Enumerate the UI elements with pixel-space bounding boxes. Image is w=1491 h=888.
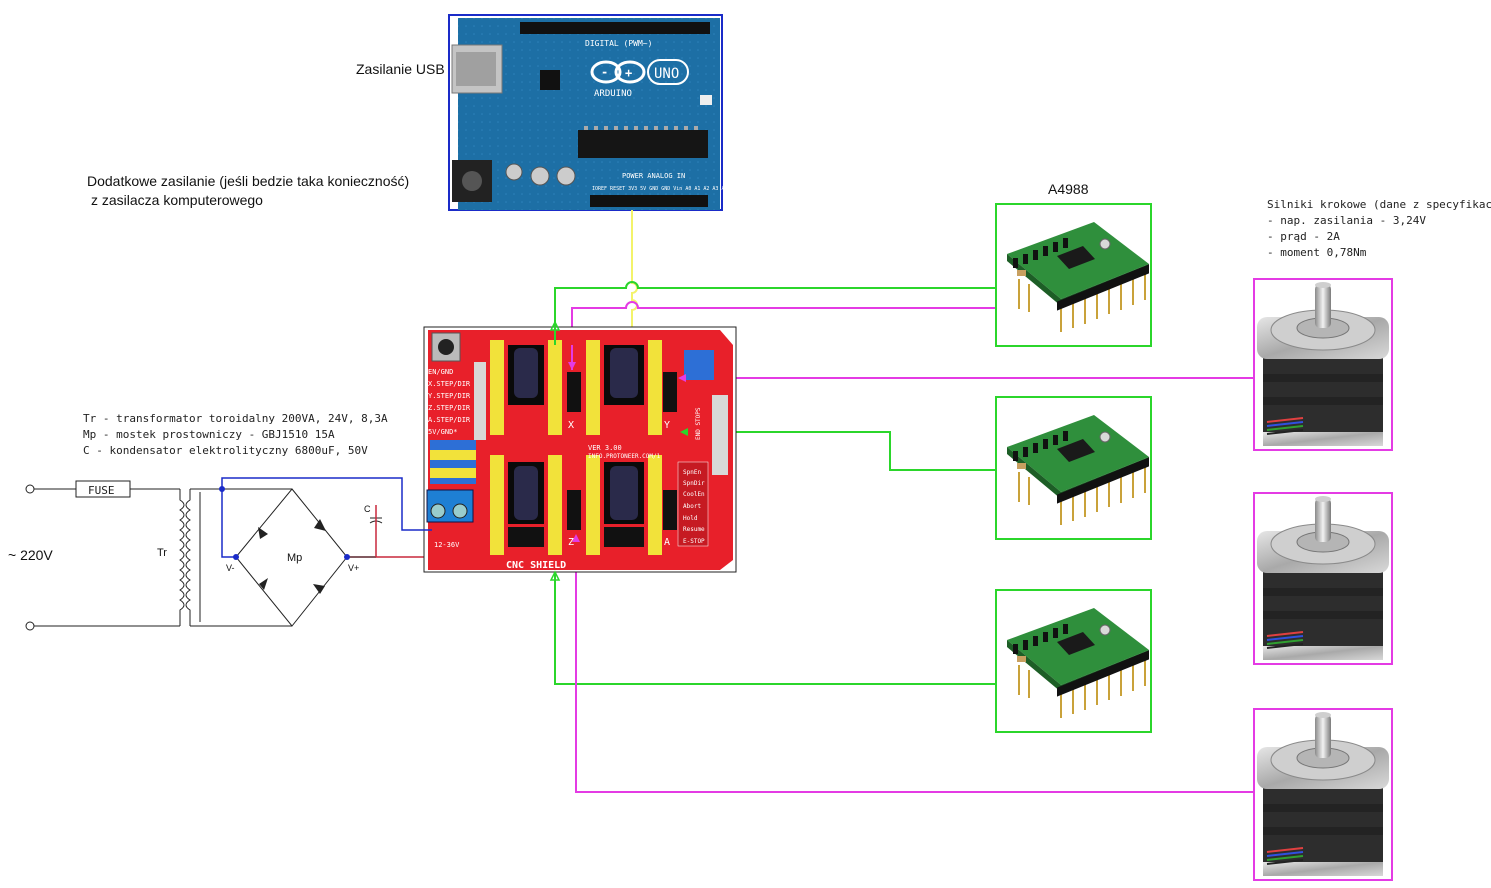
shield-pin-label: Resume bbox=[683, 526, 705, 533]
shield-pin-label: SpnDir bbox=[683, 480, 705, 487]
transformer-label: Tr bbox=[157, 547, 167, 559]
arrow-magenta-2 bbox=[678, 374, 686, 382]
extra-power-label-line1: Dodatkowe zasilanie (jeśli bedzie taka k… bbox=[87, 173, 409, 189]
shield-url: INFO.PROTONEER.COM/1 bbox=[588, 453, 661, 460]
mains-terminal-bottom bbox=[25, 621, 35, 631]
shield-axis-z: Z bbox=[568, 537, 574, 548]
shield-power-label: 12-36V bbox=[434, 541, 460, 549]
shield-left-pin-labels: EN/GND X.STEP/DIR Y.STEP/DIR Z.STEP/DIR … bbox=[428, 368, 471, 436]
arrow-green-2 bbox=[680, 428, 688, 436]
stepper-motor-2 bbox=[1253, 492, 1393, 665]
arduino-uno-text: UNO bbox=[654, 66, 679, 82]
shield-end-stops: END STOPS bbox=[695, 407, 702, 440]
wire-green-driver2 bbox=[680, 431, 996, 471]
shield-pin-label: SpnEn bbox=[683, 469, 701, 476]
node-tr-top bbox=[219, 486, 225, 492]
node-v-plus bbox=[344, 554, 350, 560]
motor-spec-torque: - moment 0,78Nm bbox=[1267, 246, 1367, 259]
wire-green-driver3 bbox=[554, 570, 996, 685]
wire-yellow-arduino-shield bbox=[631, 210, 638, 330]
shield-pin-label: X.STEP/DIR bbox=[428, 380, 471, 388]
power-supply-schematic bbox=[25, 480, 383, 631]
motor-spec-current: - prąd - 2A bbox=[1267, 230, 1340, 243]
c-description: C - kondensator elektrolityczny 6800uF, … bbox=[83, 444, 368, 457]
a4988-driver-2 bbox=[995, 396, 1152, 540]
shield-axis-a: A bbox=[664, 537, 670, 548]
transformer-secondary bbox=[185, 489, 191, 626]
wire-green-driver1-a bbox=[554, 281, 996, 325]
cnc-shield-board: 12-36V EN/GND X.STEP/DIR Y.STEP/DIR Z.ST… bbox=[423, 326, 737, 573]
arduino-pin-labels: IOREF RESET 3V3 5V GND GND Vin A0 A1 A2 … bbox=[592, 186, 737, 192]
mains-label: ~ 220V bbox=[8, 547, 53, 563]
shield-pin-label: Hold bbox=[683, 515, 698, 522]
node-v-minus bbox=[233, 554, 239, 560]
a4988-driver-3 bbox=[995, 589, 1152, 733]
arrow-magenta-3 bbox=[572, 534, 580, 542]
arduino-brand-text: ARDUINO bbox=[594, 89, 632, 99]
shield-pin-label: Z.STEP/DIR bbox=[428, 404, 471, 412]
extra-power-label-line2: z zasilacza komputerowego bbox=[91, 192, 263, 208]
motors-title: Silniki krokowe (dane z specyfikacji) bbox=[1267, 198, 1491, 211]
tr-description: Tr - transformator toroidalny 200VA, 24V… bbox=[83, 412, 388, 425]
stepper-motor-3 bbox=[1253, 708, 1393, 881]
shield-pin-label: Y.STEP/DIR bbox=[428, 392, 471, 400]
shield-pin-label: E-STOP bbox=[683, 538, 705, 545]
mp-description: Mp - mostek prostowniczy - GBJ1510 15A bbox=[83, 428, 335, 441]
v-minus-label: V- bbox=[226, 563, 235, 573]
bridge-diodes bbox=[258, 519, 326, 594]
shield-pin-label: CoolEn bbox=[683, 491, 705, 498]
arduino-digital-label: DIGITAL (PWM~) bbox=[585, 39, 652, 48]
fuse-label: FUSE bbox=[88, 484, 115, 497]
bridge-label: Mp bbox=[287, 552, 302, 564]
arrow-green-1 bbox=[549, 320, 561, 331]
stepper-motor-1 bbox=[1253, 278, 1393, 451]
shield-right-pin-labels: SpnEn SpnDir CoolEn Abort Hold Resume E-… bbox=[683, 469, 705, 545]
shield-name: CNC SHIELD bbox=[506, 560, 566, 571]
motor-spec-voltage: - nap. zasilania - 3,24V bbox=[1267, 214, 1426, 227]
wire-magenta-driver1 bbox=[571, 301, 996, 370]
shield-pin-label: EN/GND bbox=[428, 368, 453, 376]
capacitor-label: C bbox=[364, 504, 371, 514]
wire-magenta-motor3 bbox=[575, 540, 1254, 793]
a4988-title: A4988 bbox=[1048, 181, 1089, 197]
arrow-green-3 bbox=[549, 570, 561, 581]
mains-terminal-top bbox=[25, 484, 35, 494]
arduino-uno-board: DIGITAL (PWM~) - + UNO ARDUINO POWER ANA… bbox=[448, 14, 737, 211]
svg-text:-: - bbox=[601, 65, 608, 79]
shield-axis-y: Y bbox=[664, 420, 670, 431]
arrow-magenta-1 bbox=[568, 362, 576, 370]
shield-pin-label: Abort bbox=[683, 503, 701, 510]
wire-blue-supply bbox=[221, 477, 432, 558]
shield-version: VER 3.00 bbox=[588, 444, 622, 452]
arduino-power-label: POWER ANALOG IN bbox=[622, 172, 685, 180]
v-plus-label: V+ bbox=[348, 563, 359, 573]
a4988-driver-1 bbox=[995, 203, 1152, 347]
shield-pin-label: 5V/GND* bbox=[428, 428, 458, 436]
rectifier-bridge bbox=[235, 488, 348, 627]
shield-axis-x: X bbox=[568, 420, 574, 431]
shield-pin-label: A.STEP/DIR bbox=[428, 416, 471, 424]
usb-power-label: Zasilanie USB bbox=[356, 61, 445, 77]
arduino-logo: - + UNO ARDUINO bbox=[590, 59, 689, 99]
transformer-primary bbox=[179, 489, 185, 626]
svg-text:+: + bbox=[625, 66, 632, 80]
